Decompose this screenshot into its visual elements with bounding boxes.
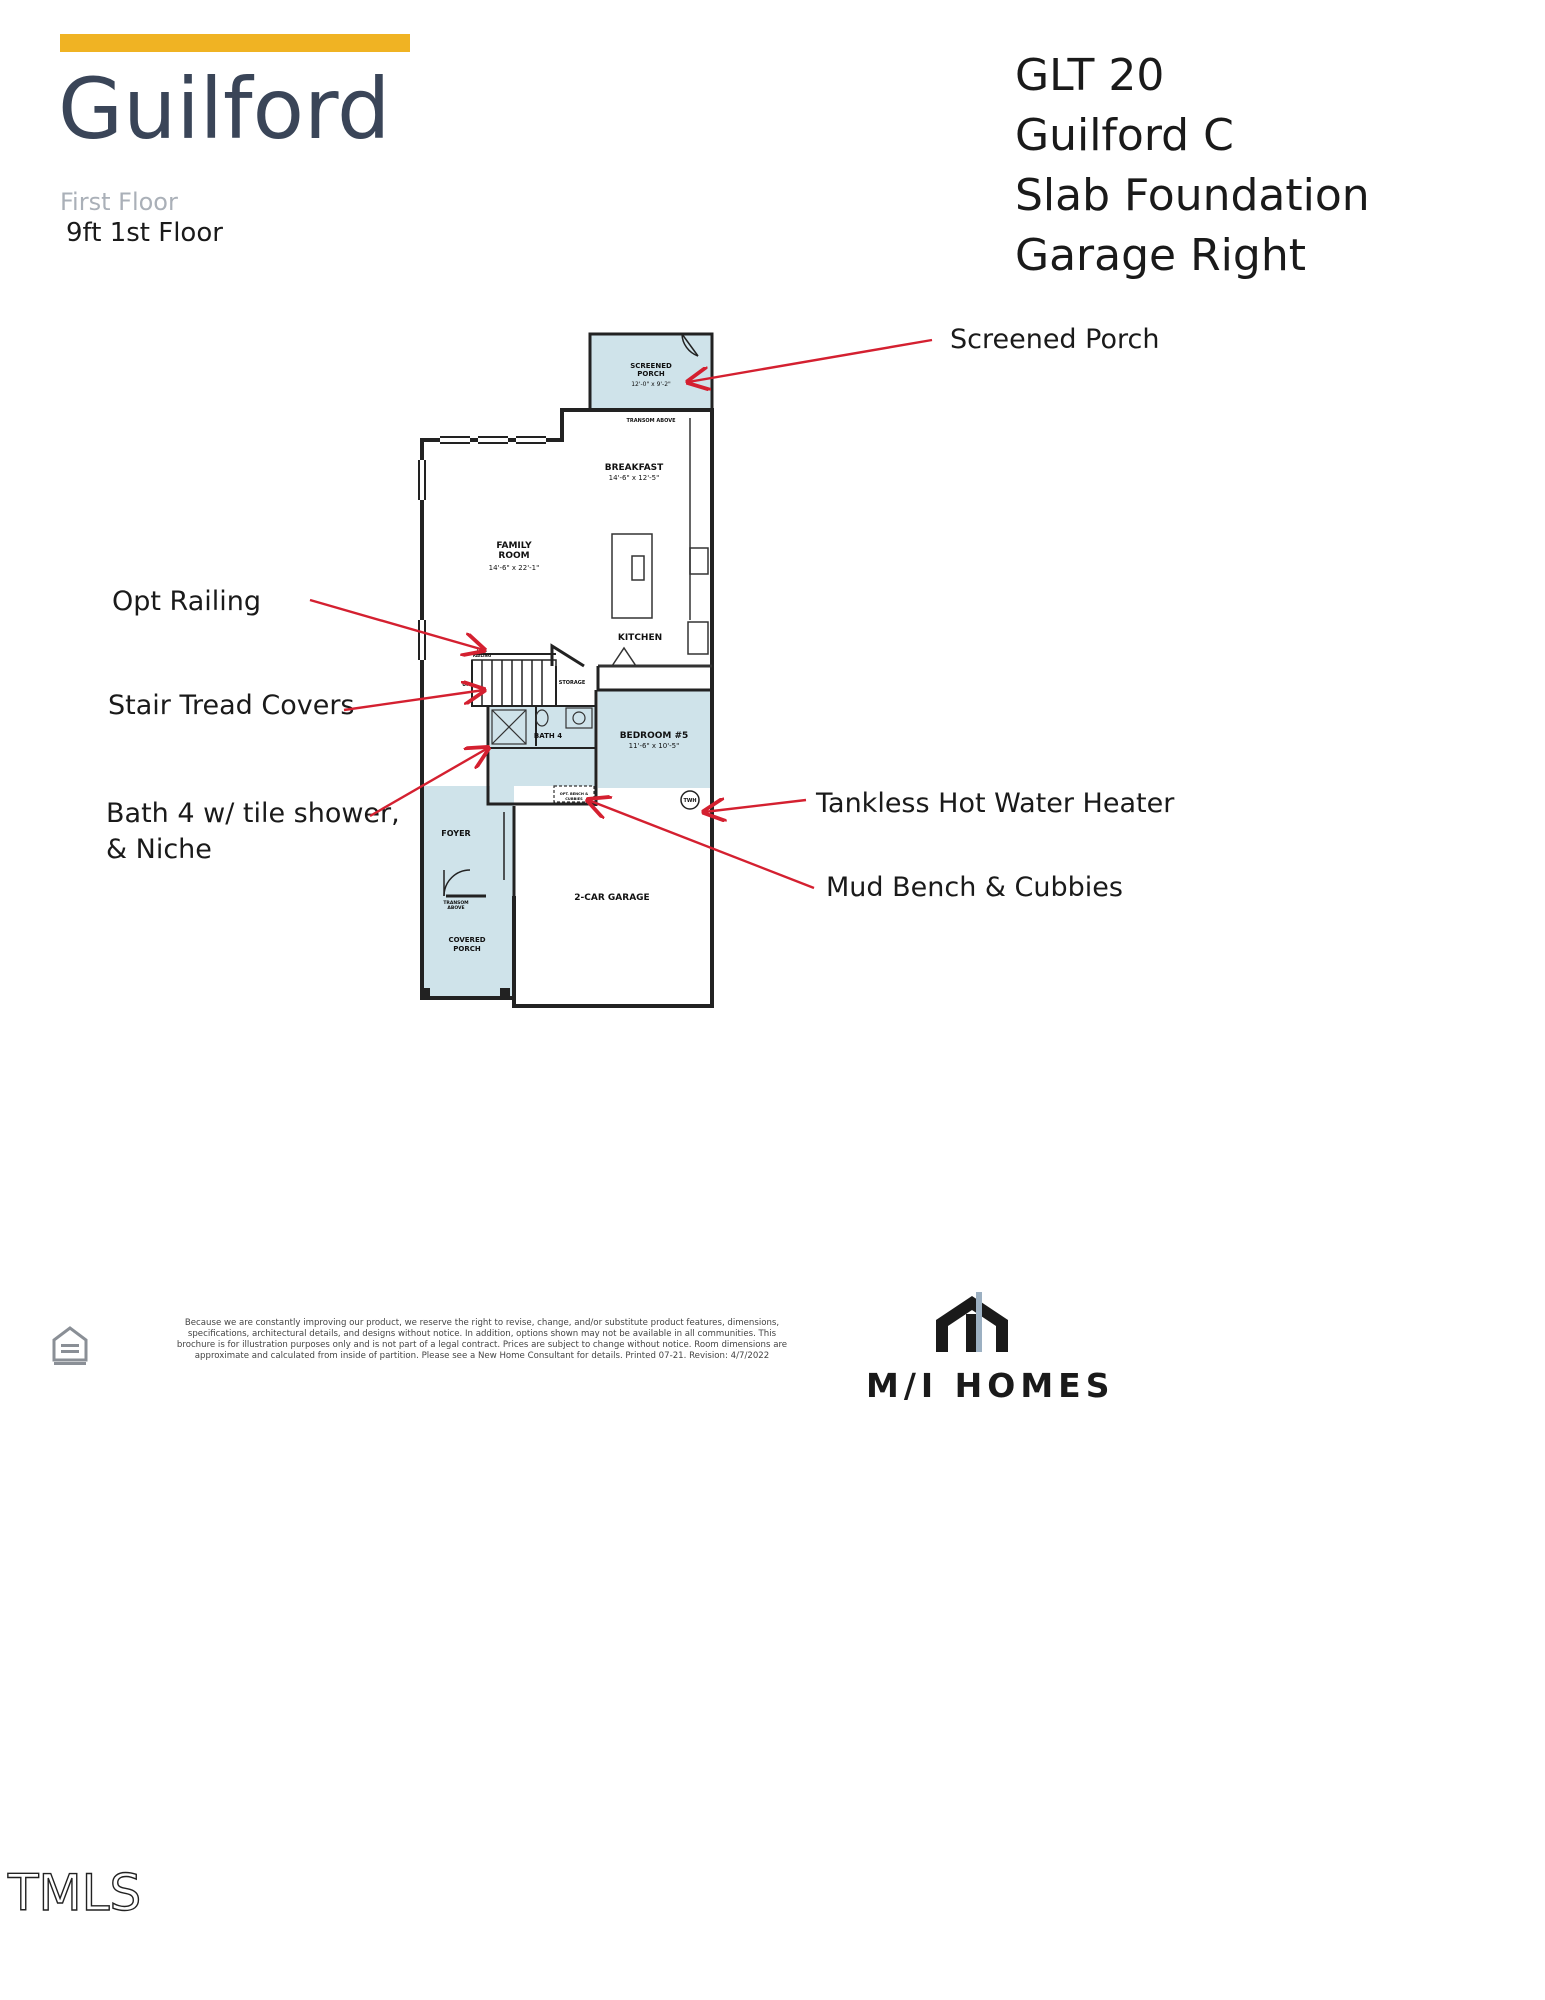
label-twh: TWH	[683, 798, 696, 804]
mi-homes-logo-icon	[936, 1292, 1008, 1352]
arrow-opt-railing	[309, 598, 484, 650]
screened-porch-walls	[588, 332, 714, 410]
label-family-room-dim: 14'-6" x 22'-1"	[489, 564, 540, 572]
label-storage: STORAGE	[559, 680, 586, 686]
callout-stair-tread-covers: Stair Tread Covers	[108, 690, 355, 721]
callout-tankless-water-heater: Tankless Hot Water Heater	[816, 788, 1175, 819]
label-kitchen: KITCHEN	[618, 633, 662, 643]
label-breakfast-dim: 14'-6" x 12'-5"	[609, 474, 660, 482]
arrow-screened-porch	[688, 338, 933, 382]
callout-screened-porch: Screened Porch	[950, 324, 1160, 355]
spec-elevation: Guilford C	[1015, 110, 1234, 161]
covered-porch-fill	[422, 896, 514, 998]
bath4-fixtures	[491, 707, 593, 745]
label-bedroom5-dim: 11'-6" x 10'-5"	[629, 742, 680, 750]
callout-mud-bench: Mud Bench & Cubbies	[826, 872, 1123, 903]
arrow-stair-tread	[343, 690, 484, 712]
bath-hall-fill	[490, 706, 596, 804]
label-transom-above: TRANSOM ABOVE	[627, 418, 677, 424]
kitchen-counters	[598, 418, 712, 668]
accent-bar	[60, 34, 410, 52]
svg-text:TMLS: TMLS	[7, 1864, 141, 1922]
plan-title: Guilford	[58, 60, 391, 158]
floor-label: First Floor	[60, 188, 178, 216]
ceiling-height-label: 9ft 1st Floor	[66, 218, 223, 248]
label-screened-porch-dim: 12'-0" x 9'-2"	[631, 381, 671, 388]
label-bedroom5: BEDROOM #5	[620, 731, 689, 741]
spec-lot: GLT 20	[1015, 50, 1165, 101]
spec-foundation: Slab Foundation	[1015, 170, 1370, 221]
label-up: UP	[462, 682, 470, 688]
mud-bench-outline	[553, 785, 595, 803]
callout-arrows	[309, 338, 933, 890]
label-garage: 2-CAR GARAGE	[574, 893, 649, 903]
porch-column-left	[420, 988, 430, 998]
brand-name: M/I HOMES	[866, 1366, 1115, 1405]
label-foyer: FOYER	[441, 829, 470, 838]
callout-bath4-line2: & Niche	[106, 834, 212, 865]
porch-column-right	[500, 988, 510, 998]
tmls-watermark-logo: TMLS	[6, 1863, 142, 1922]
stairs	[471, 653, 557, 707]
callout-bath4-line1: Bath 4 w/ tile shower,	[106, 798, 400, 829]
bedroom5-fill	[598, 690, 710, 788]
label-breakfast: BREAKFAST	[605, 463, 664, 473]
legal-disclaimer: Because we are constantly improving our …	[176, 1318, 788, 1361]
label-mud-bench-small: OPT. BENCH &CUBBIES	[560, 792, 588, 801]
family-room-windows	[418, 436, 546, 660]
spec-garage: Garage Right	[1015, 230, 1306, 281]
tankless-water-heater-symbol	[680, 790, 700, 810]
arrow-bath4	[369, 748, 488, 818]
front-door	[443, 869, 486, 898]
callout-opt-railing: Opt Railing	[112, 586, 262, 617]
arrow-tankless	[704, 800, 807, 812]
equal-housing-opportunity-icon	[52, 1326, 88, 1365]
label-bath4: BATH 4	[534, 732, 562, 740]
arrow-mud-bench	[588, 800, 815, 890]
